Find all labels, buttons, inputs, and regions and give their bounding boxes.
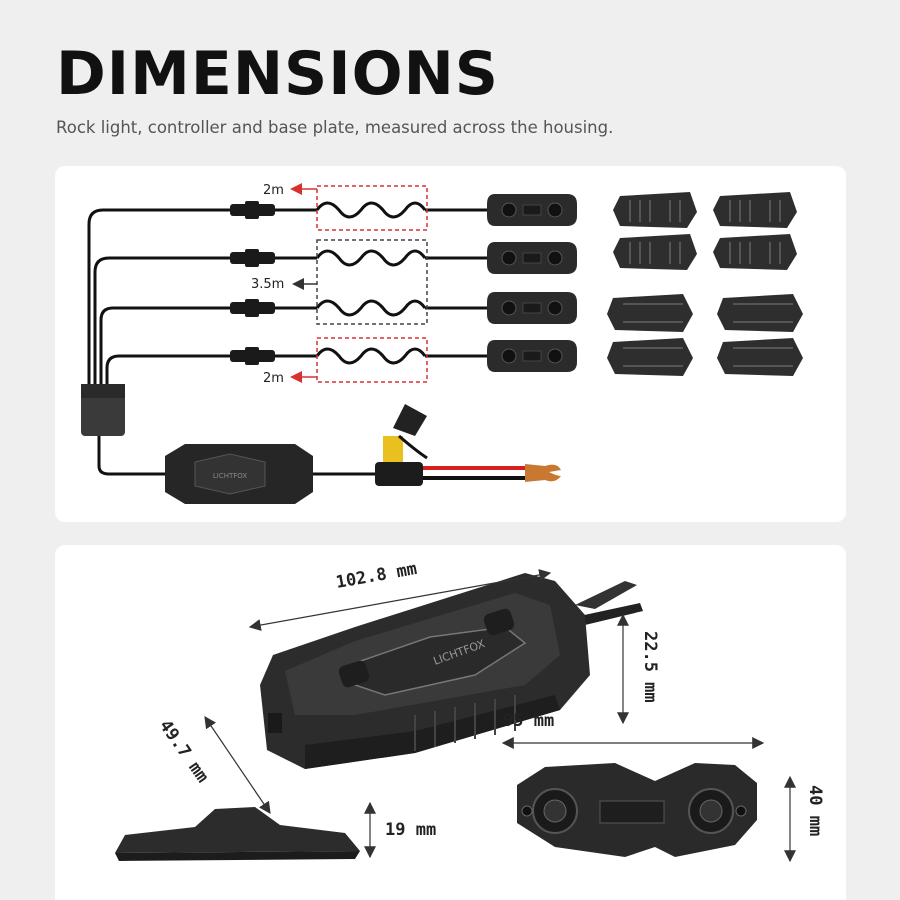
wiring-diagram-card: 2m 3.5m 2m <box>55 166 846 522</box>
inline-connectors <box>230 201 275 365</box>
cable-label-top: 2m <box>263 183 284 198</box>
controller-length-label: 102.8 mm <box>334 559 418 593</box>
rock-light <box>517 763 757 857</box>
page-title: DIMENSIONS <box>56 39 500 109</box>
cable-2m-bottom-box <box>316 337 428 383</box>
rock-light-width-label: 40 mm <box>805 785 825 836</box>
rock-light-length-label: 95 mm <box>503 711 554 731</box>
page-subtitle: Rock light, controller and base plate, m… <box>56 118 614 137</box>
base-plate-side <box>115 807 360 861</box>
cable-2m-top-box <box>316 185 428 231</box>
controller-height-label: 22.5 mm <box>640 631 660 703</box>
harness-wires <box>87 208 487 476</box>
base-plate-height-label: 19 mm <box>385 820 436 840</box>
controller-3d: LICHTFOX <box>260 573 643 769</box>
controller-logo-small: LICHTFOX <box>213 472 247 480</box>
controller-length-arrow <box>248 569 552 631</box>
fuse-holder <box>375 404 428 486</box>
wiring-diagram: 2m 3.5m 2m <box>81 183 803 504</box>
coiled-cables <box>315 201 427 365</box>
base-plate-width-label: 49.7 mm <box>155 716 212 786</box>
cable-label-middle: 3.5m <box>251 277 284 292</box>
base-plate-width-arrow <box>204 716 271 814</box>
cable-label-bottom: 2m <box>263 371 284 386</box>
dimension-views: LICHTFOX 102.8 mm 22.5 mm 49.7 mm 19 mm <box>115 559 825 863</box>
base-plate-ribs <box>623 200 793 367</box>
controller-box: LICHTFOX <box>165 444 313 504</box>
dimension-views-card: LICHTFOX 102.8 mm 22.5 mm 49.7 mm 19 mm <box>55 545 846 900</box>
cable-3-5m-box <box>316 239 428 325</box>
ring-terminals <box>525 464 561 482</box>
rock-light-pods <box>487 194 577 372</box>
